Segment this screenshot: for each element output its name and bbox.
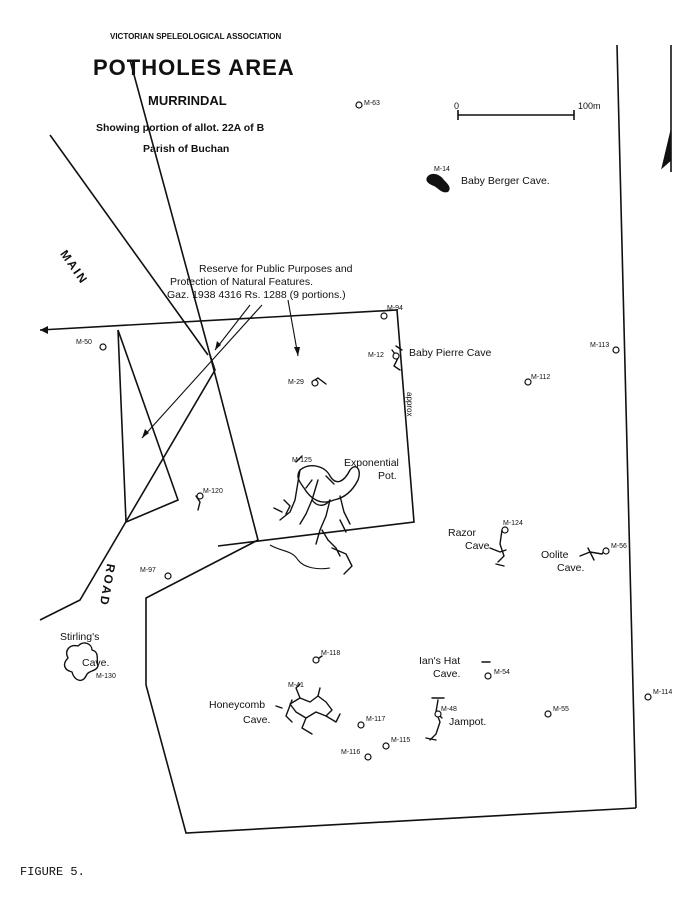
- point-markers: [99, 101, 652, 761]
- parish-line: Parish of Buchan: [143, 143, 230, 155]
- reserve-line-1: Reserve for Public Purposes and: [199, 263, 353, 275]
- cave-oolite-label-2: Cave.: [557, 562, 585, 574]
- west-arrow-icon: [40, 326, 48, 334]
- marker-m120-label: M-120: [203, 488, 223, 495]
- marker-m12-label: M-12: [368, 352, 384, 359]
- reserve-line-2: Protection of Natural Features.: [170, 276, 313, 288]
- reserve-line-3: Gaz. 1938 4316 Rs. 1288 (9 portions.): [167, 289, 346, 301]
- marker-m41-label: M-41: [288, 682, 304, 689]
- marker-m29-label: M-29: [288, 379, 304, 386]
- marker-m124-label: M-124: [503, 520, 523, 527]
- marker-m14-label: M-14: [434, 166, 450, 173]
- reserve-boundary: [39, 309, 415, 547]
- cave-ians-hat-label-2: Cave.: [433, 668, 461, 680]
- marker-m54-label: M-54: [494, 669, 510, 676]
- marker-m63-label: M-63: [364, 100, 380, 107]
- main-road-right-edge: [129, 59, 259, 685]
- marker-m117-label: M-117: [366, 716, 386, 723]
- baby-berger-cave-shape: [426, 173, 450, 193]
- marker-m94-label: M-94: [387, 305, 403, 312]
- association-name: VICTORIAN SPELEOLOGICAL ASSOCIATION: [110, 32, 282, 41]
- cave-exponential-label-1: Exponential: [344, 457, 399, 469]
- allotment-boundary-south: [145, 684, 637, 834]
- scale-start-label: 0: [454, 101, 460, 111]
- cave-razor-label-2: Cave: [465, 540, 490, 552]
- honeycomb-cave-plan: [275, 683, 341, 735]
- cave-honeycomb-label-1: Honeycomb: [209, 699, 266, 711]
- main-road-upper-edge: [49, 134, 209, 356]
- cave-baby-pierre-label: Baby Pierre Cave: [409, 347, 492, 359]
- jampot-cave-plan: [425, 697, 445, 741]
- allotment-boundary-east: [616, 44, 637, 809]
- marker-m50-label: M-50: [76, 339, 92, 346]
- cave-baby-berger-label: Baby Berger Cave.: [461, 175, 550, 187]
- marker-m116-label: M-116: [341, 749, 361, 756]
- marker-m55-label: M-55: [553, 706, 569, 713]
- exponential-gully-line: [269, 544, 331, 570]
- reserve-triangle: [117, 329, 180, 524]
- marker-m125-label: M-125: [292, 457, 312, 464]
- cave-exponential-label-2: Pot.: [378, 470, 397, 482]
- cave-stirlings-label-2: Cave.: [82, 657, 110, 669]
- razor-cave-plan: [489, 529, 507, 567]
- approx-label: approx: [405, 392, 414, 417]
- map-subtitle: MURRINDAL: [148, 93, 227, 108]
- marker-m113-label: M-113: [590, 342, 610, 349]
- marker-m118-label: M-118: [321, 650, 341, 657]
- cave-honeycomb-label-2: Cave.: [243, 714, 271, 726]
- marker-m56-label: M-56: [611, 543, 627, 550]
- figure-caption: FIGURE 5.: [20, 865, 85, 879]
- marker-m115-label: M-115: [391, 737, 411, 744]
- north-arrow-icon: [661, 45, 672, 172]
- reserve-leader-arrows: [141, 299, 300, 439]
- cave-oolite-label-1: Oolite: [541, 549, 569, 561]
- cave-stirlings-label-1: Stirling's: [60, 631, 100, 643]
- scale-end-label: 100m: [578, 101, 601, 111]
- marker-m48-label: M-48: [441, 706, 457, 713]
- cave-ians-hat-label-1: Ian's Hat: [419, 655, 461, 667]
- scale-bar: [457, 110, 575, 120]
- main-road-lower-edge: [39, 354, 216, 621]
- oolite-cave-plan: [579, 547, 607, 561]
- cave-razor-label-1: Razor: [448, 527, 477, 539]
- allotment-line: Showing portion of allot. 22A of B: [96, 122, 265, 134]
- marker-m112-label: M-112: [531, 374, 551, 381]
- exponential-pot-cave-plan: [273, 455, 360, 575]
- marker-m114-label: M-114: [653, 689, 673, 696]
- marker-m97-label: M-97: [140, 567, 156, 574]
- map-title: POTHOLES AREA: [93, 55, 295, 80]
- cave-jampot-label: Jampot.: [449, 716, 487, 728]
- stirlings-cave-outline: [63, 642, 99, 682]
- marker-m130-label: M-130: [96, 673, 116, 680]
